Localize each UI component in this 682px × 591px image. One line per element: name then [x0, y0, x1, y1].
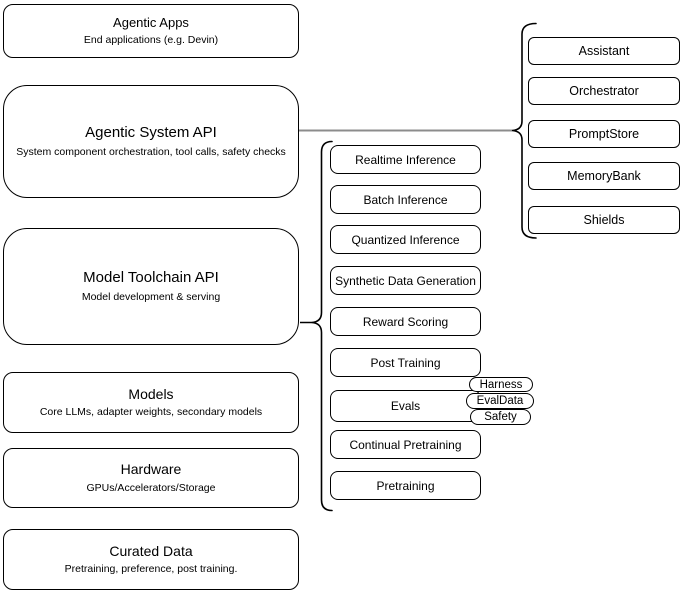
node-agentic-system-api-title: Agentic System API: [85, 124, 217, 142]
node-post-training: Post Training: [330, 348, 481, 377]
node-reward-scoring: Reward Scoring: [330, 307, 481, 336]
node-promptstore: PromptStore: [528, 120, 680, 148]
node-hardware: Hardware GPUs/Accelerators/Storage: [3, 448, 299, 508]
node-models-subtitle: Core LLMs, adapter weights, secondary mo…: [39, 406, 263, 419]
node-hardware-title: Hardware: [120, 461, 182, 478]
node-hardware-subtitle: GPUs/Accelerators/Storage: [86, 481, 216, 494]
node-eval-evaldata: EvalData: [466, 393, 534, 409]
node-curated-data: Curated Data Pretraining, preference, po…: [3, 529, 299, 590]
node-agentic-apps-title: Agentic Apps: [113, 14, 189, 30]
node-agentic-system-api: Agentic System API System component orch…: [3, 85, 299, 198]
node-eval-safety: Safety: [470, 409, 531, 425]
node-continual-pretraining: Continual Pretraining: [330, 430, 481, 459]
node-realtime-inference: Realtime Inference: [330, 145, 481, 174]
node-eval-harness: Harness: [469, 377, 533, 392]
node-agentic-apps-subtitle: End applications (e.g. Devin): [83, 34, 219, 47]
node-quantized-inference: Quantized Inference: [330, 225, 481, 254]
node-agentic-apps: Agentic Apps End applications (e.g. Devi…: [3, 4, 299, 58]
node-pretraining: Pretraining: [330, 471, 481, 500]
node-model-toolchain-api-title: Model Toolchain API: [83, 269, 219, 287]
node-memorybank: MemoryBank: [528, 162, 680, 190]
node-model-toolchain-api: Model Toolchain API Model development & …: [3, 228, 299, 345]
node-curated-data-subtitle: Pretraining, preference, post training.: [64, 563, 238, 576]
node-assistant: Assistant: [528, 37, 680, 65]
node-evals: Evals: [330, 390, 481, 422]
node-shields: Shields: [528, 206, 680, 234]
toolchain-bracket: [311, 140, 333, 512]
node-models: Models Core LLMs, adapter weights, secon…: [3, 372, 299, 433]
node-models-title: Models: [128, 385, 174, 402]
node-curated-data-title: Curated Data: [109, 542, 193, 559]
node-orchestrator: Orchestrator: [528, 77, 680, 105]
node-model-toolchain-api-subtitle: Model development & serving: [81, 290, 221, 303]
node-batch-inference: Batch Inference: [330, 185, 481, 214]
node-synthetic-data-generation: Synthetic Data Generation: [330, 266, 481, 295]
node-agentic-system-api-subtitle: System component orchestration, tool cal…: [16, 145, 286, 158]
